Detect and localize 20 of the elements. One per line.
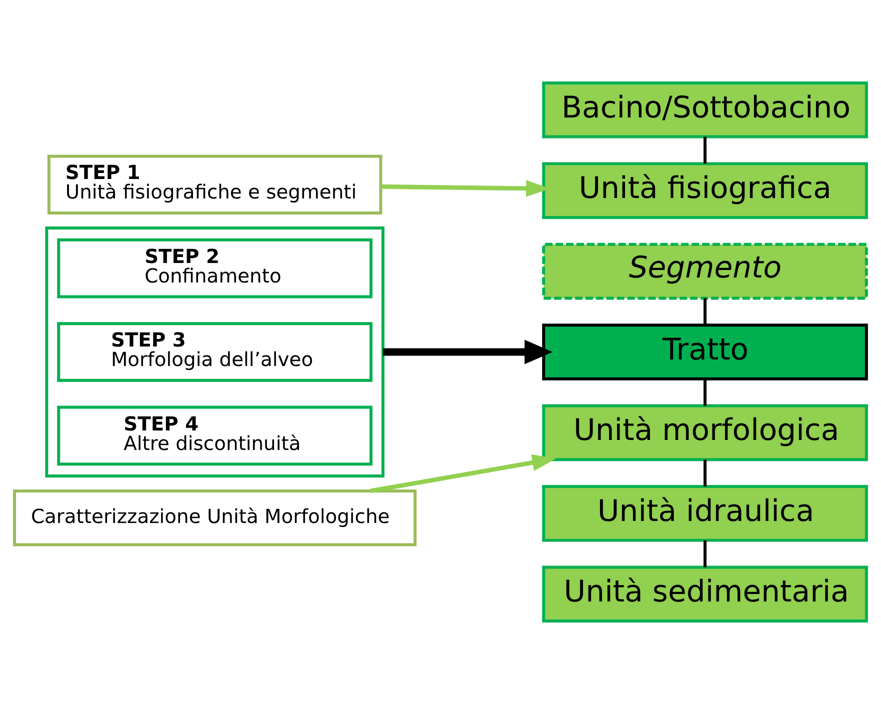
- node-box: STEP 3 Morfologia dell’alveo: [57, 322, 372, 382]
- connector: [704, 378, 707, 406]
- node-box: Unità fisiografica: [542, 162, 868, 219]
- node-box: STEP 1 Unità fisiografiche e segmenti: [47, 154, 382, 214]
- connector: [704, 540, 707, 568]
- node-box: STEP 2 Confinamento: [57, 238, 372, 298]
- node-box: Unità idraulica: [542, 485, 868, 542]
- node-box: Segmento: [542, 242, 868, 300]
- connector: [704, 298, 707, 326]
- node-box: Caratterizzazione Unità Morfologiche: [13, 490, 417, 546]
- connector: [704, 136, 707, 164]
- node-box: Unità sedimentaria: [542, 566, 868, 623]
- connector: [704, 460, 707, 486]
- node-box: STEP 4 Altre discontinuità: [57, 406, 372, 466]
- node-box: Bacino/Sottobacino: [542, 81, 868, 138]
- arrow: [370, 454, 556, 494]
- cluster: [45, 226, 384, 478]
- arrow: [382, 340, 553, 364]
- node-box: Unità morfologica: [542, 404, 868, 462]
- node-box: Tratto: [542, 324, 868, 380]
